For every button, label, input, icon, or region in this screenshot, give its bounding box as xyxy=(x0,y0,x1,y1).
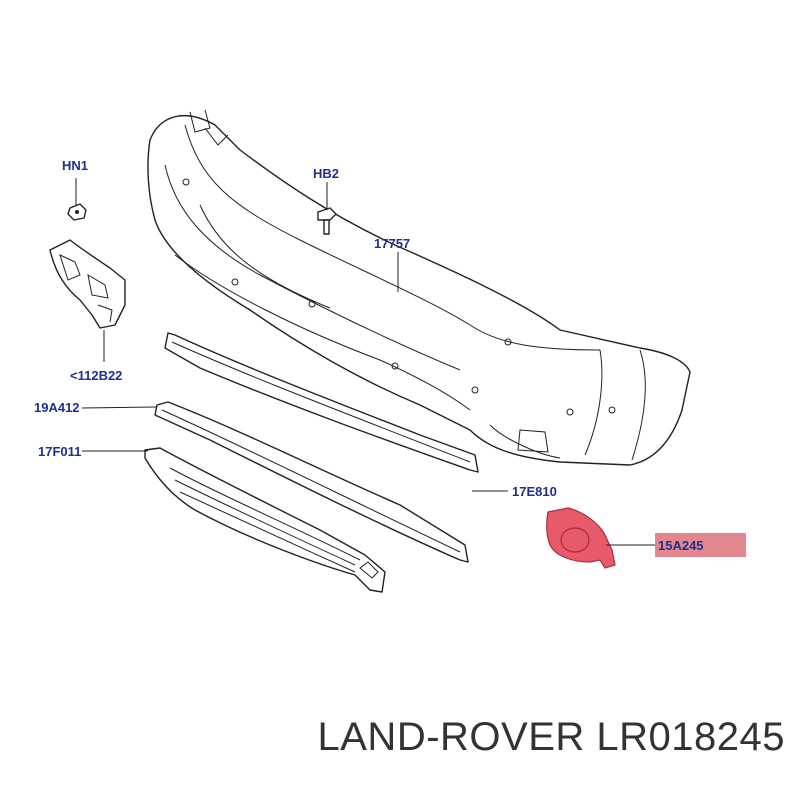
callout-17757: 17757 xyxy=(374,236,410,251)
bumper-strip-19a412-upper xyxy=(164,332,479,473)
highlight-box-15a245 xyxy=(655,533,746,557)
callout-15a245: 15A245 xyxy=(658,538,704,553)
callout-112b22: <112B22 xyxy=(70,368,122,383)
callout-hb2: HB2 xyxy=(313,166,339,181)
bumper-cover xyxy=(147,109,691,466)
callout-17e810: 17E810 xyxy=(512,484,557,499)
fastener-hn1 xyxy=(67,203,87,221)
callout-hn1: HN1 xyxy=(62,158,88,173)
trim-bar-19a412 xyxy=(154,401,469,563)
footer-caption: LAND-ROVER LR018245 xyxy=(317,715,785,759)
callout-17f011: 17F011 xyxy=(38,444,81,459)
bracket-112b22 xyxy=(49,239,126,329)
grille-17f011 xyxy=(144,447,386,593)
callout-19a412: 19A412 xyxy=(34,400,80,415)
fog-lamp-bezel-15a245 xyxy=(546,507,616,569)
fastener-hb2 xyxy=(317,207,337,235)
leader-lines xyxy=(75,178,655,546)
